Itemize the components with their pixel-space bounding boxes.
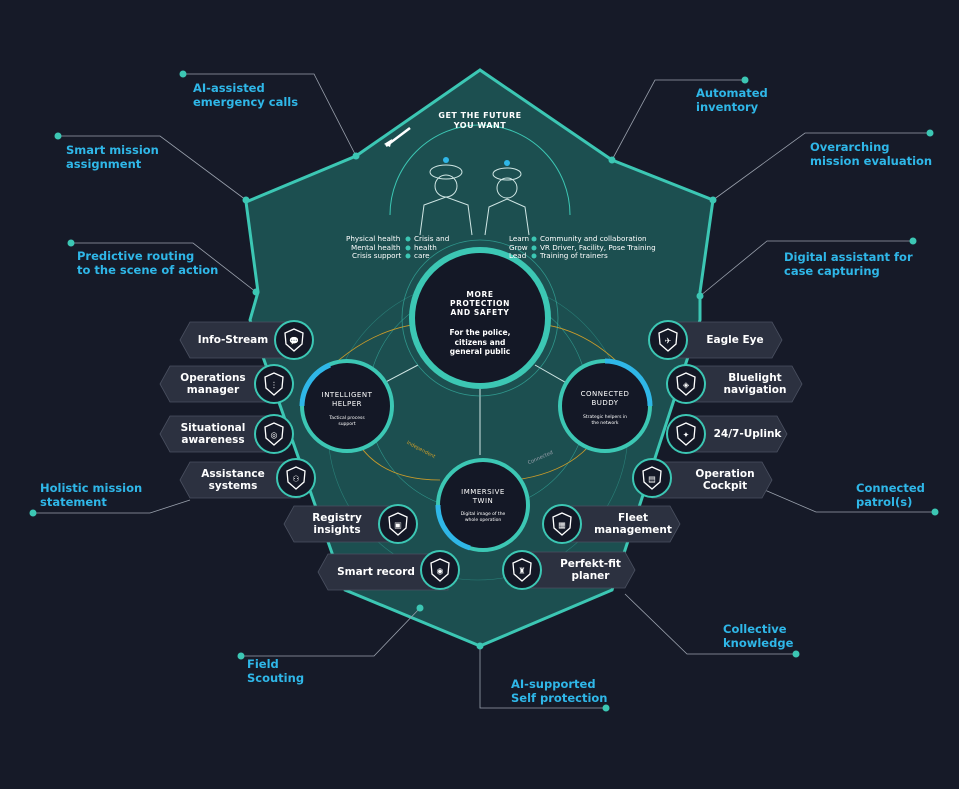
pill-icon-ring xyxy=(274,320,314,360)
connector-dots xyxy=(29,70,939,712)
benefit-left-r3: care xyxy=(414,251,430,260)
shield-outline-icon xyxy=(264,372,284,396)
pill-label: Bluelight navigation xyxy=(723,372,787,396)
pill-icon-ring xyxy=(666,414,706,454)
police-car-icon: ◈ xyxy=(683,381,690,390)
people-group-icon: ⚇ xyxy=(292,475,299,484)
label-automated-inventory: Automated inventory xyxy=(696,86,768,114)
label-ai-self-protection: AI-supported Self protection xyxy=(511,677,608,705)
traffic-light-icon: ⋮ xyxy=(270,381,278,390)
header-title: GET THE FUTURE YOU WANT xyxy=(438,111,522,130)
satellite-icon: ✦ xyxy=(683,431,690,440)
twin-title: IMMERSIVE TWIN xyxy=(461,488,505,505)
benefit-left-3: Crisis support xyxy=(352,251,402,260)
pill-icon-ring xyxy=(276,458,316,498)
benefit-dots xyxy=(405,236,537,259)
label-field-scouting: Field Scouting xyxy=(247,657,305,685)
center-circle xyxy=(409,247,551,389)
police-figures-illustration xyxy=(389,124,571,236)
buddy-subtitle: Strategic helpers in the network xyxy=(583,415,627,426)
center-title: MORE PROTECTION AND SAFETY xyxy=(450,290,510,317)
tablet-icon: ▣ xyxy=(394,521,402,530)
radar-icon: ◎ xyxy=(271,431,278,440)
pill-label: 24/7-Uplink xyxy=(713,428,782,440)
shield-outline-icon xyxy=(676,372,696,396)
label-ai-emergency-calls: AI-assisted emergency calls xyxy=(193,81,299,109)
pill-label: Operation Cockpit xyxy=(695,468,755,492)
pill-icon-ring xyxy=(648,320,688,360)
pill-icon-ring xyxy=(542,504,582,544)
shield-outline-icon xyxy=(388,512,408,536)
benefit-right-r2: VR Driver, Facility, Pose Training xyxy=(540,243,656,252)
label-holistic-statement: Holistic mission statement xyxy=(40,481,143,509)
pill-icon-ring xyxy=(420,550,460,590)
shield-outline-icon xyxy=(430,558,450,582)
shield-outline-icon xyxy=(284,328,304,352)
pill-label: Smart record xyxy=(337,566,415,578)
benefit-right-r3: Training of trainers xyxy=(540,251,608,260)
pill-label: Operations manager xyxy=(180,372,246,396)
uniform-icon: ♜ xyxy=(518,567,525,576)
pill-right-4[interactable]: ▦ xyxy=(542,504,681,544)
label-overarching-evaluation: Overarching mission evaluation xyxy=(810,140,933,168)
pill-right-2[interactable]: ✦ xyxy=(666,414,788,454)
arrow-marker-icon xyxy=(384,139,392,147)
label-digital-assistant: Digital assistant for case capturing xyxy=(784,250,913,278)
label-smart-mission-assignment: Smart mission assignment xyxy=(66,143,159,171)
pill-label: Assistance systems xyxy=(201,468,265,492)
benefit-left-1: Physical health xyxy=(346,234,401,243)
drone-icon: ✈ xyxy=(665,337,672,346)
pill-label: Fleet management xyxy=(594,512,672,536)
pill-left-1[interactable]: ⋮ xyxy=(159,364,294,404)
shield-outline-icon xyxy=(512,558,532,582)
pill-right-1[interactable]: ◈ xyxy=(666,364,803,404)
center-subtitle: For the police, citizens and general pub… xyxy=(449,328,511,356)
helper-subtitle: Tactical process support xyxy=(329,416,365,427)
benefit-right-3: Lead xyxy=(509,251,527,260)
pill-left-2[interactable]: ◎ xyxy=(159,414,294,454)
pill-icon-ring xyxy=(254,364,294,404)
pill-right-3[interactable]: ▤ xyxy=(632,458,773,499)
shield-outline-icon xyxy=(642,466,662,490)
pill-label: Perfekt-fit planer xyxy=(560,558,621,582)
pill-left-4[interactable]: ▣ xyxy=(283,504,418,544)
pill-left-0[interactable]: 💬 xyxy=(179,320,314,360)
shield-outline-icon xyxy=(264,422,284,446)
pill-label: Situational awareness xyxy=(180,422,246,446)
benefit-left-2: Mental health xyxy=(351,243,401,252)
twin-subtitle: Digital image of the whole operation xyxy=(460,512,506,523)
label-collective-knowledge: Collective knowledge xyxy=(723,622,794,650)
label-predictive-routing: Predictive routing to the scene of actio… xyxy=(77,249,219,277)
benefit-right-1: Learn xyxy=(509,234,530,243)
pill-label: Info-Stream xyxy=(197,334,269,346)
pill-left-5[interactable]: ◉ xyxy=(317,550,460,591)
dashboard-icon: ▤ xyxy=(648,475,656,484)
pill-left-3[interactable]: ⚇ xyxy=(179,458,316,499)
helper-title: INTELLIGENT HELPER xyxy=(321,391,373,408)
shield-outline-icon xyxy=(676,422,696,446)
pill-icon-ring xyxy=(502,550,542,590)
pill-icon-ring xyxy=(378,504,418,544)
pill-right-5[interactable]: ♜ xyxy=(502,550,636,590)
buddy-title: CONNECTED BUDDY xyxy=(580,390,630,407)
benefit-right-2: Grow xyxy=(509,243,528,252)
outer-connectors xyxy=(33,73,935,709)
benefit-left-r1: Crisis and xyxy=(414,234,450,243)
fingerprint-icon: ◉ xyxy=(437,567,444,576)
label-connected-patrols: Connected patrol(s) xyxy=(856,481,925,509)
benefit-left-r2: health xyxy=(414,243,437,252)
pill-label: Eagle Eye xyxy=(706,334,764,346)
chat-bubbles-icon: 💬 xyxy=(289,336,299,346)
pill-right-0[interactable]: ✈ xyxy=(648,320,783,360)
chip-icon: ▦ xyxy=(558,521,566,530)
shield-outline-icon xyxy=(658,328,678,352)
pill-icon-ring xyxy=(666,364,706,404)
benefit-right-r1: Community and collaboration xyxy=(540,234,647,243)
shield-outline-icon xyxy=(552,512,572,536)
pill-label: Registry insights xyxy=(312,512,362,536)
pill-icon-ring xyxy=(254,414,294,454)
shield-outline-icon xyxy=(286,466,306,490)
pill-icon-ring xyxy=(632,458,672,498)
